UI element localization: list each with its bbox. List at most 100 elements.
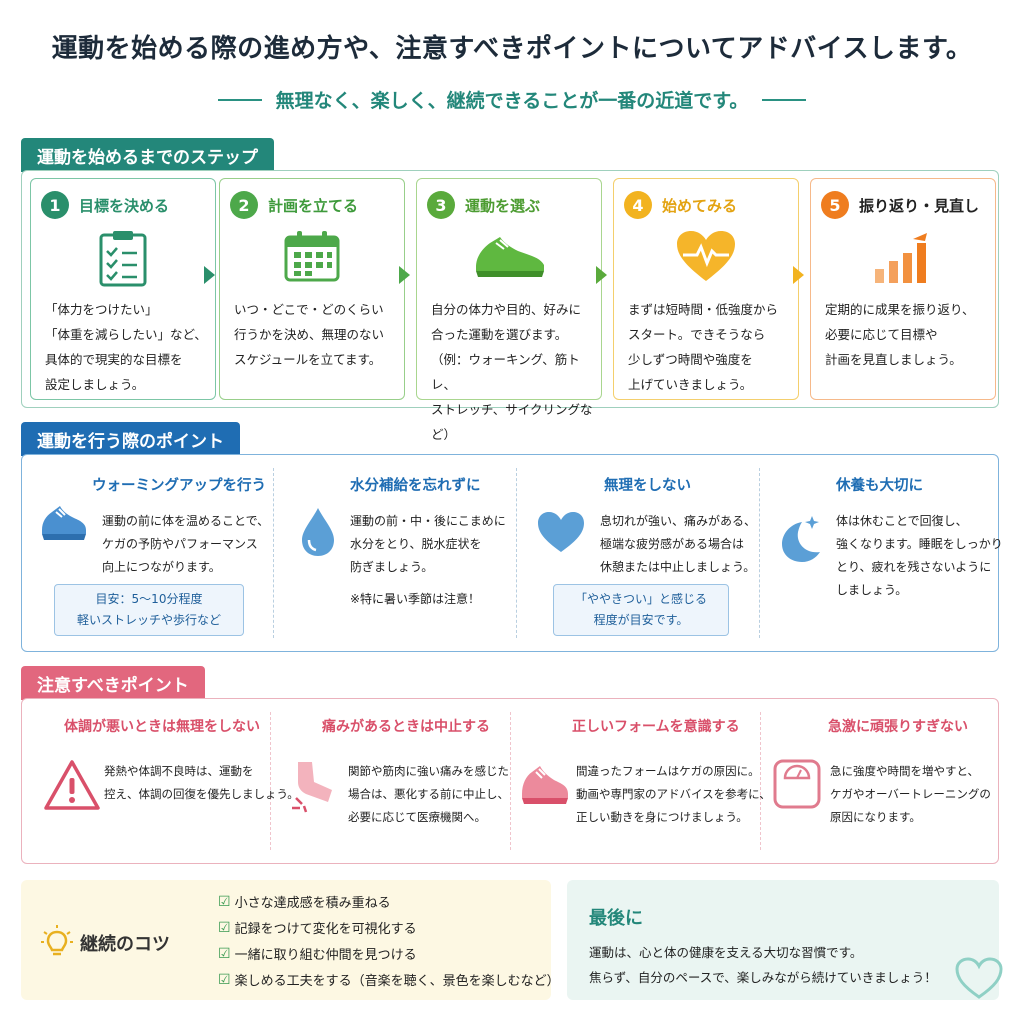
page-title: 運動を始める際の進め方や、注意すべきポイントについてアドバイスします。: [51, 34, 973, 64]
step-title: 振り返り・見直し: [859, 196, 980, 215]
point-line: 防ぎましょう。: [350, 560, 434, 574]
subtitle-row: 無理なく、楽しく、継続できることが一番の近道です。: [0, 86, 1024, 113]
clipboard-icon: [31, 229, 215, 287]
point-description: 体は休むことで回復し、 強くなります。睡眠をしっかり とり、疲れを残さないように…: [836, 510, 1003, 602]
point-line: ケガの予防やパフォーマンス: [102, 537, 258, 551]
caution-line: 間違ったフォームはケガの原因に。: [576, 764, 760, 778]
caution-line: ケガやオーバートレーニングの: [830, 787, 991, 801]
water-drop-icon: [298, 506, 338, 562]
running-shoe-icon: [38, 500, 90, 550]
step-title: 計画を立てる: [268, 196, 359, 215]
step-description: 定期的に成果を振り返り、 必要に応じて目標や 計画を見直しましょう。: [825, 297, 987, 372]
step-number: 1: [41, 191, 69, 219]
step-line: 「体重を減らしたい」など、: [45, 327, 207, 342]
caution-title: 正しいフォームを意識する: [572, 719, 740, 735]
point-description: 運動の前に体を温めることで、 ケガの予防やパフォーマンス 向上につながります。: [102, 510, 269, 579]
step-line: （例：ウォーキング、筋トレ、: [431, 352, 580, 392]
caution-line: 正しい動きを身につけましょう。: [576, 810, 748, 824]
subtitle-rule-left: [217, 98, 262, 101]
calendar-icon: [220, 229, 404, 283]
point-line: 休憩または中止しましょう。: [600, 560, 756, 574]
step-number: 4: [624, 191, 652, 219]
tip-item: ☑ 小さな達成感を積み重ねる: [218, 892, 391, 912]
sneaker-icon: [518, 760, 572, 814]
step-title: 始めてみる: [662, 196, 738, 215]
step-line: スケジュールを立てます。: [234, 352, 382, 367]
final-line: 運動は、心と体の健康を支える大切な習慣です。: [589, 945, 863, 960]
column-divider: [760, 712, 761, 850]
heart-pulse-icon: [614, 229, 798, 283]
point-note: 目安：5〜10分程度 軽いストレッチや歩行など: [54, 584, 244, 636]
step-line: 具体的で現実的な目標を: [45, 352, 183, 367]
step-line: 計画を見直しましょう。: [825, 352, 962, 367]
caution-line: 原因になります。: [830, 810, 921, 824]
point-title: 休養も大切に: [836, 478, 923, 494]
page-subtitle: 無理なく、楽しく、継続できることが一番の近道です。: [275, 90, 749, 112]
point-line: 体は休むことで回復し、: [836, 514, 968, 528]
step-number: 3: [427, 191, 455, 219]
tip-item: ☑ 一緒に取り組む仲間を見つける: [218, 944, 417, 964]
step-title: 運動を選ぶ: [465, 196, 541, 215]
warning-icon: [42, 758, 102, 816]
note-line: 目安：5〜10分程度: [95, 592, 203, 606]
note-line: 「ややきつい」と感じる: [574, 592, 707, 606]
tips-title: 継続のコツ: [80, 934, 170, 955]
point-extra: ※特に暑い季節は注意！: [350, 592, 481, 606]
step-number: 5: [821, 191, 849, 219]
check-icon: ☑: [218, 893, 231, 910]
caution-section-label: 注意すべきポイント: [21, 666, 205, 700]
point-line: 運動の前に体を温めることで、: [102, 514, 270, 528]
column-divider: [510, 712, 511, 850]
step-line: 必要に応じて目標や: [825, 327, 938, 342]
caution-title: 急激に頑張りすぎない: [828, 719, 968, 735]
subtitle-rule-right: [762, 98, 807, 101]
caution-line: 発熱や体調不良時は、運動を: [104, 764, 254, 778]
step-line: 自分の体力や目的、好みに: [431, 302, 582, 317]
step-line: 上げていきましょう。: [628, 377, 753, 392]
tip-text: 一緒に取り組む仲間を見つける: [234, 948, 417, 963]
point-description: 息切れが強い、痛みがある、 極端な疲労感がある場合は 休憩または中止しましょう。: [600, 510, 756, 579]
heart-outline-icon: [954, 956, 1004, 1004]
step-line: まずは短時間・低強度から: [628, 302, 779, 317]
caution-line: 場合は、悪化する前に中止し、: [348, 787, 509, 801]
shoe-icon: [417, 229, 601, 283]
tip-item: ☑ 楽しめる工夫をする（音楽を聴く、景色を楽しむなど）: [218, 970, 560, 990]
point-line: 水分をとり、脱水症状を: [350, 537, 482, 551]
step-line: ストレッチ、サイクリングなど）: [431, 402, 593, 442]
step-title: 目標を決める: [79, 196, 170, 215]
caution-line: 急に強度や時間を増やすと、: [830, 764, 980, 778]
lightbulb-icon: [40, 924, 74, 964]
points-section-label: 運動を行う際のポイント: [21, 422, 240, 456]
caution-line: 動画や専門家のアドバイスを参考に、: [576, 787, 771, 801]
caution-title: 痛みがあるときは中止する: [322, 719, 490, 735]
point-description: 運動の前・中・後にこまめに 水分をとり、脱水症状を 防ぎましょう。: [350, 510, 506, 579]
tips-box: [21, 880, 551, 1000]
tip-item: ☑ 記録をつけて変化を可視化する: [218, 918, 417, 938]
heart-icon: [536, 510, 586, 558]
caution-line: 必要に応じて医療機関へ。: [348, 810, 486, 824]
growth-chart-icon: [811, 229, 995, 287]
point-line: しましょう。: [836, 583, 908, 597]
column-divider: [759, 468, 760, 638]
column-divider: [516, 468, 517, 638]
step-line: 定期的に成果を振り返り、: [825, 302, 975, 317]
steps-section-label: 運動を始めるまでのステップ: [21, 138, 274, 172]
step-card-4: 4 始めてみる まずは短時間・低強度から スタート。できそうなら 少しずつ時間や…: [613, 178, 799, 400]
step-description: 自分の体力や目的、好みに 合った運動を選びます。 （例：ウォーキング、筋トレ、 …: [431, 297, 593, 447]
check-icon: ☑: [218, 971, 231, 988]
step-description: 「体力をつけたい」 「体重を減らしたい」など、 具体的で現実的な目標を 設定しま…: [45, 297, 207, 397]
step-line: 「体力をつけたい」: [45, 302, 158, 317]
step-arrow-icon: [793, 266, 804, 284]
caution-description: 発熱や体調不良時は、運動を 控え、体調の回復を優先しましょう。: [104, 760, 299, 806]
scale-icon: [772, 758, 822, 814]
point-line: とり、疲れを残さないように: [836, 560, 992, 574]
step-arrow-icon: [204, 266, 215, 284]
point-line: 極端な疲労感がある場合は: [600, 537, 745, 551]
point-title: ウォーミングアップを行う: [92, 478, 266, 494]
point-title: 水分補給を忘れずに: [350, 478, 481, 494]
column-divider: [270, 712, 271, 850]
step-line: 設定しましょう。: [45, 377, 145, 392]
column-divider: [273, 468, 274, 638]
injury-icon: [288, 756, 342, 818]
step-description: いつ・どこで・どのくらい 行うかを決め、無理のない スケジュールを立てます。: [234, 297, 396, 372]
